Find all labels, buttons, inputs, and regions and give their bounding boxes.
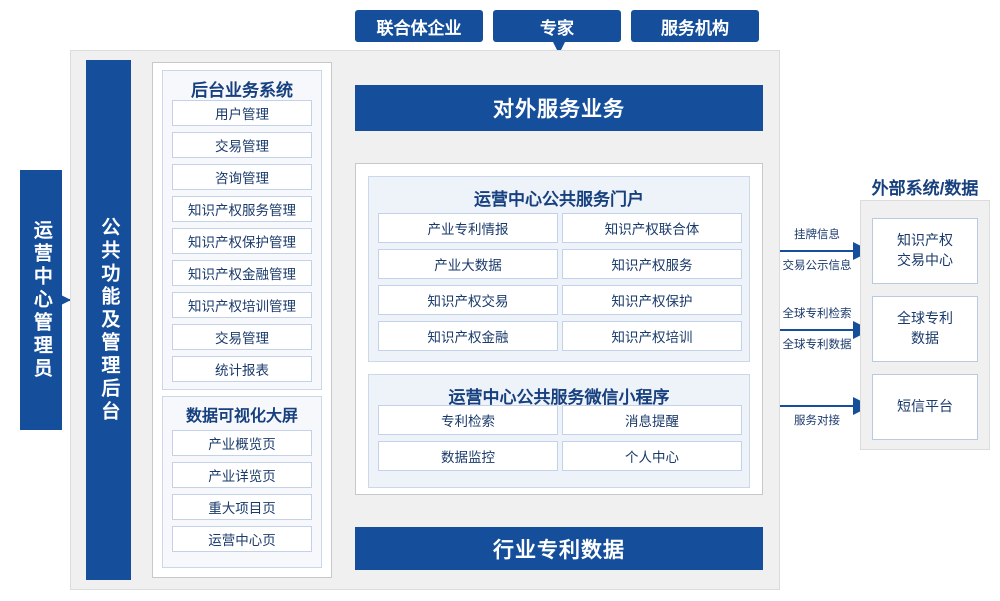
portal-title: 运营中心公共服务门户 <box>474 189 644 209</box>
backoffice-title: 后台业务系统 <box>191 80 293 100</box>
dataviz-item-0[interactable]: 产业概览页 <box>172 430 312 456</box>
actor-pill-label: 联合体企业 <box>376 18 462 38</box>
arrow-label-global-patent-data: 全球专利数据 <box>782 339 852 351</box>
external-item-label: 全球专利数据 <box>897 310 953 346</box>
actor-pill-label: 服务机构 <box>661 18 729 38</box>
portal-item-7[interactable]: 知识产权培训 <box>562 321 742 351</box>
external-item-label: 知识产权交易中心 <box>897 232 953 268</box>
backoffice-item-5[interactable]: 知识产权金融管理 <box>172 260 312 286</box>
role-bar-admin-label: 运营中心管理员 <box>30 219 52 381</box>
actor-pill-consortium[interactable]: 联合体企业 <box>355 10 483 42</box>
portal-item-5[interactable]: 知识产权保护 <box>562 285 742 315</box>
backoffice-item-4[interactable]: 知识产权保护管理 <box>172 228 312 254</box>
dataviz-item-2[interactable]: 重大项目页 <box>172 494 312 520</box>
external-item-sms-platform[interactable]: 短信平台 <box>872 374 978 440</box>
external-service-bar: 对外服务业务 <box>355 85 763 131</box>
backoffice-item-0[interactable]: 用户管理 <box>172 100 312 126</box>
portal-item-6[interactable]: 知识产权金融 <box>378 321 558 351</box>
dataviz-title: 数据可视化大屏 <box>185 408 298 425</box>
actor-pill-expert[interactable]: 专家 <box>493 10 621 42</box>
arrow-label-global-patent-search: 全球专利检索 <box>782 308 852 320</box>
portal-item-0[interactable]: 产业专利情报 <box>378 213 558 243</box>
miniprogram-item-0[interactable]: 专利检索 <box>378 405 558 435</box>
arrow-label-transaction-public-info: 交易公示信息 <box>782 260 852 272</box>
backoffice-item-2[interactable]: 咨询管理 <box>172 164 312 190</box>
role-bar-public-function-label: 公共功能及管理后台 <box>98 216 120 424</box>
role-bar-admin: 运营中心管理员 <box>20 170 62 430</box>
portal-item-1[interactable]: 知识产权联合体 <box>562 213 742 243</box>
backoffice-item-7[interactable]: 交易管理 <box>172 324 312 350</box>
miniprogram-item-2[interactable]: 数据监控 <box>378 441 558 471</box>
portal-item-3[interactable]: 知识产权服务 <box>562 249 742 279</box>
external-item-global-patent-data[interactable]: 全球专利数据 <box>872 296 978 362</box>
miniprogram-title: 运营中心公共服务微信小程序 <box>448 387 670 407</box>
dataviz-item-3[interactable]: 运营中心页 <box>172 526 312 552</box>
actor-pill-label: 专家 <box>540 18 574 38</box>
backoffice-item-6[interactable]: 知识产权培训管理 <box>172 292 312 318</box>
arrow-label-listing-info: 挂牌信息 <box>794 229 840 241</box>
portal-item-2[interactable]: 产业大数据 <box>378 249 558 279</box>
backoffice-item-3[interactable]: 知识产权服务管理 <box>172 196 312 222</box>
miniprogram-item-1[interactable]: 消息提醒 <box>562 405 742 435</box>
actor-pill-service-org[interactable]: 服务机构 <box>631 10 759 42</box>
miniprogram-item-3[interactable]: 个人中心 <box>562 441 742 471</box>
backoffice-item-8[interactable]: 统计报表 <box>172 356 312 382</box>
external-item-label: 短信平台 <box>897 398 953 415</box>
arrow-label-service-docking: 服务对接 <box>794 415 840 427</box>
external-systems-title: 外部系统/数据 <box>871 178 979 198</box>
backoffice-item-1[interactable]: 交易管理 <box>172 132 312 158</box>
portal-item-4[interactable]: 知识产权交易 <box>378 285 558 315</box>
industry-patent-data-bar: 行业专利数据 <box>355 527 763 570</box>
external-item-ip-exchange[interactable]: 知识产权交易中心 <box>872 218 978 284</box>
role-bar-public-function: 公共功能及管理后台 <box>86 60 131 580</box>
dataviz-item-1[interactable]: 产业详览页 <box>172 462 312 488</box>
